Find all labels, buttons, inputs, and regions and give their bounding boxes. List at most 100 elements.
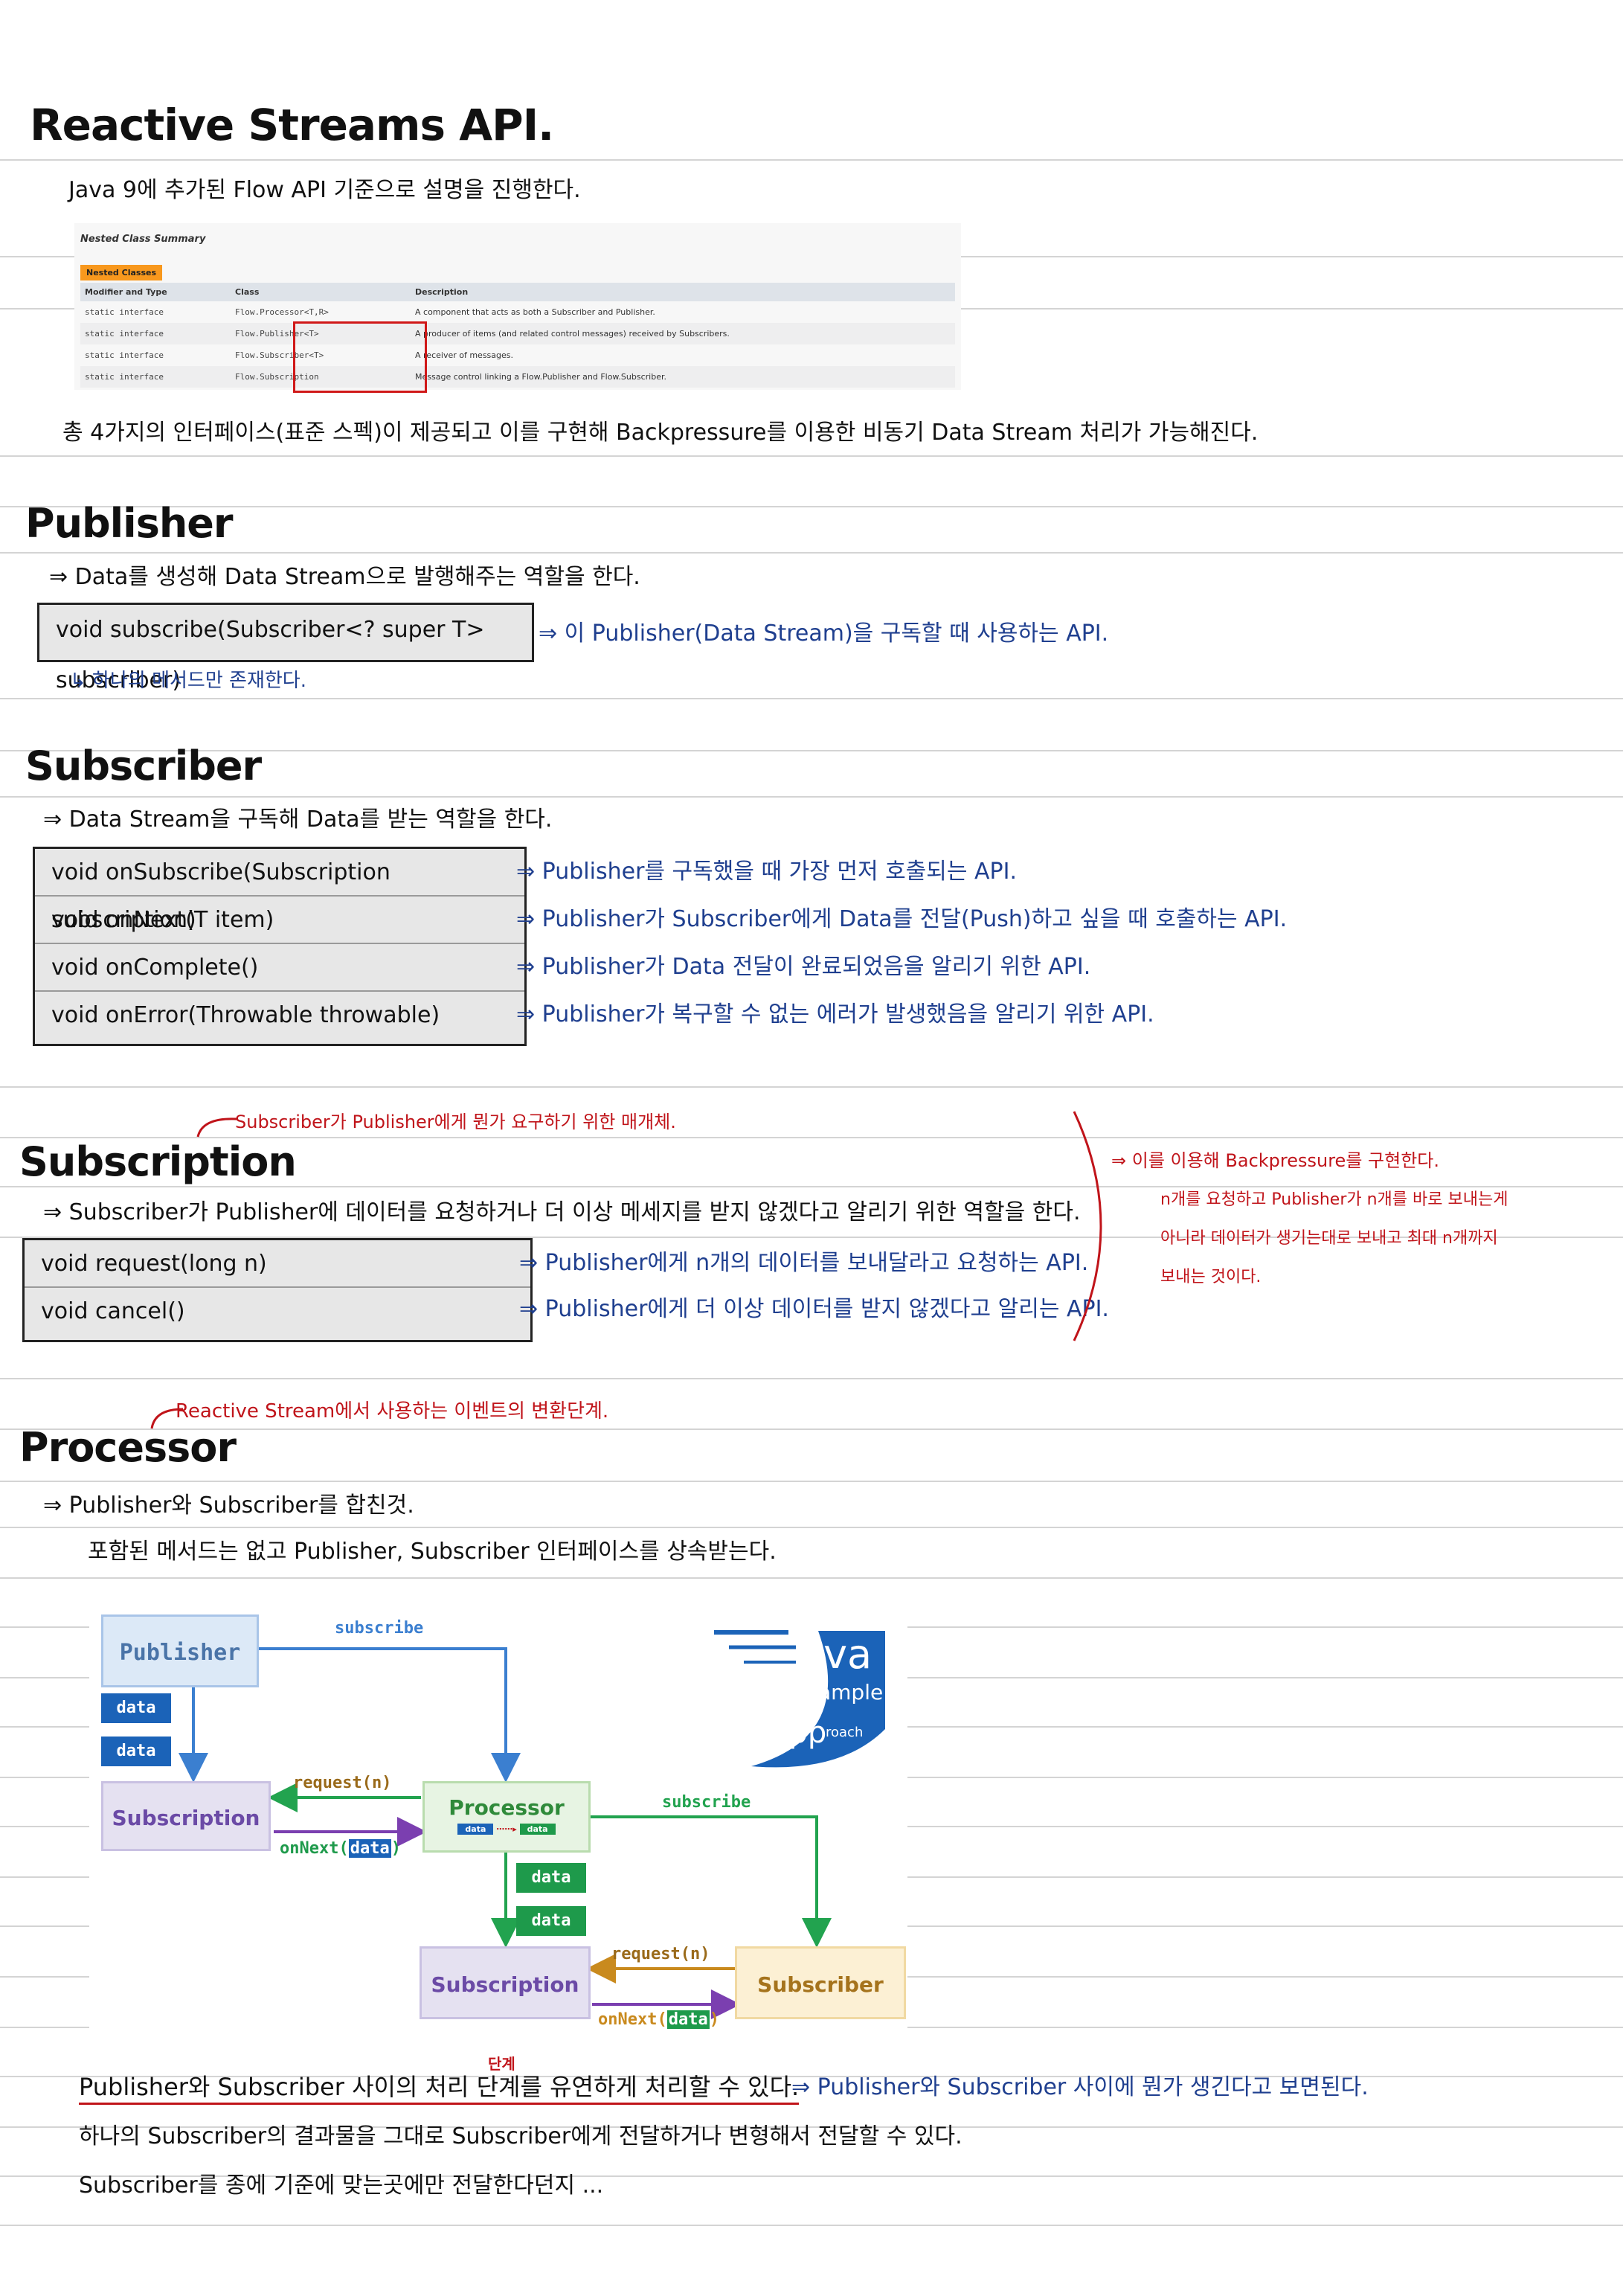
table-row: static interface Flow.Subscription Messa… xyxy=(80,366,955,388)
logo-swoosh-icon xyxy=(714,1630,885,1768)
diagram-onnext-label: onNext(data) xyxy=(280,1839,401,1858)
annotation-curve xyxy=(150,1408,184,1429)
diagram-data-token: data xyxy=(101,1737,171,1766)
subscription-side-note: 보내는 것이다. xyxy=(1160,1268,1262,1286)
summary-text: 총 4가지의 인터페이스(표준 스펙)이 제공되고 이를 구현해 Backpre… xyxy=(62,420,1259,446)
diagram-publisher-node: Publisher xyxy=(101,1614,259,1687)
javadoc-cell: Flow.Subscription xyxy=(231,366,411,388)
subscriber-method-sig: void onError(Throwable throwable) xyxy=(51,1002,440,1028)
red-bracket xyxy=(1073,1111,1102,1341)
diagram-subscription-node: Subscription xyxy=(101,1781,271,1851)
footer-line-1: Publisher와 Subscriber 사이의 처리 단계를 유연하게 처리… xyxy=(79,2068,800,2105)
logo-ample: ample xyxy=(818,1680,884,1705)
footer-line-1-note: ⇒ Publisher와 Subscriber 사이에 뭔가 생긴다고 보면된다… xyxy=(791,2074,1369,2100)
diagram-arrows xyxy=(179,1647,832,2019)
publisher-heading: Publisher xyxy=(25,500,234,547)
diagram-onnext-data: data xyxy=(348,1839,391,1858)
javadoc-cell: Flow.Processor<T,R> xyxy=(235,307,329,317)
diagram-data-token: data xyxy=(516,1863,586,1893)
diagram-subscribe-label: subscribe xyxy=(662,1793,751,1812)
notebook-rule xyxy=(0,506,1623,507)
notebook-rule xyxy=(0,159,1623,161)
notebook-rule xyxy=(0,2225,1623,2226)
notebook-rule xyxy=(0,1378,1623,1379)
javadoc-header: Class xyxy=(231,283,411,301)
highlight-box xyxy=(293,321,427,393)
processor-heading: Processor xyxy=(19,1424,237,1471)
diagram-onnext-close: ) xyxy=(391,1839,401,1858)
logo-ava: ava xyxy=(799,1631,872,1678)
notebook-rule xyxy=(0,1086,1623,1088)
javadoc-header: Modifier and Type xyxy=(80,283,231,301)
notebook-rule xyxy=(0,455,1623,457)
subscriber-method-note: ⇒ Publisher가 복구할 수 없는 에러가 발생했음을 알리기 위한 A… xyxy=(516,1001,1154,1027)
javadoc-cell: Flow.Publisher<T> xyxy=(231,323,411,344)
table-row: static interface Flow.Publisher<T> A pro… xyxy=(80,323,955,344)
diagram-onnext-text: onNext( xyxy=(598,2010,667,2029)
notebook-rule xyxy=(0,2175,1623,2177)
subscriber-method-sig: void onSubscribe(Subscription subscripti… xyxy=(35,849,524,933)
diagram-processor-node: Processor data ⋯⋯▸ data xyxy=(422,1781,591,1853)
javadoc-cell: Flow.Subscriber<T> xyxy=(235,350,324,360)
diagram-data-token: data xyxy=(516,1906,586,1936)
diagram-processor-flow: data ⋯⋯▸ data xyxy=(425,1824,588,1835)
publisher-method-box: void subscribe(Subscriber<? super T> sub… xyxy=(37,603,534,693)
notebook-rule xyxy=(0,698,1623,699)
footer-line-2: 하나의 Subscriber의 결과물을 그대로 Subscriber에게 전달… xyxy=(79,2123,962,2149)
diagram-onnext-label: onNext(data) xyxy=(598,2010,719,2029)
javadoc-cell: A component that acts as both a Subscrib… xyxy=(415,307,655,317)
subscription-methods-box: void request(long n) void cancel() xyxy=(22,1238,533,1342)
subscription-method-sig: void cancel() xyxy=(41,1298,185,1324)
subscriber-method-note: ⇒ Publisher가 Data 전달이 완료되었음을 알리기 위한 API. xyxy=(516,954,1091,980)
publisher-note: ↳ 하나의 메서드만 존재한다. xyxy=(70,670,306,692)
diagram-data-token: data xyxy=(519,1824,556,1835)
footer-line-3: Subscriber를 종에 기준에 맞는곳에만 전달한다던지 ... xyxy=(79,2172,604,2199)
diagram-request-label: request(n) xyxy=(611,1945,710,1963)
diagram-subscription-node-2: Subscription xyxy=(420,1946,591,2019)
publisher-method-note: ⇒ 이 Publisher(Data Stream)을 구독할 때 사용하는 A… xyxy=(539,621,1109,647)
processor-detail: 포함된 메서드는 없고 Publisher, Subscriber 인터페이스를… xyxy=(88,1539,777,1565)
notebook-rule xyxy=(0,1527,1623,1528)
notebook-rule xyxy=(0,1481,1623,1482)
intro-text: Java 9에 추가된 Flow API 기준으로 설명을 진행한다. xyxy=(68,177,581,203)
notebook-rule xyxy=(0,2126,1623,2128)
javadoc-nested-class-summary: Nested Class Summary Nested Classes Modi… xyxy=(74,223,961,393)
diagram-data-token: data xyxy=(101,1693,171,1723)
processor-role: ⇒ Publisher와 Subscriber를 합친것. xyxy=(43,1492,414,1519)
notebook-rule xyxy=(0,552,1623,554)
diagram-data-token: data xyxy=(457,1824,494,1835)
table-row: static interface Flow.Processor<T,R> A c… xyxy=(80,301,955,323)
subscriber-role: ⇒ Data Stream을 구독해 Data를 받는 역할을 한다. xyxy=(43,807,553,833)
javadoc-header: Description xyxy=(411,283,955,301)
diagram-subscribe-label: subscribe xyxy=(335,1619,424,1638)
subscription-heading: Subscription xyxy=(19,1138,297,1185)
notebook-rule xyxy=(0,1186,1623,1187)
subscription-side-note: 아니라 데이터가 생기는대로 보내고 최대 n개까지 xyxy=(1160,1229,1498,1248)
javadoc-cell: static interface xyxy=(85,350,164,360)
logo-app: app xyxy=(771,1716,827,1750)
processor-diagram: Publisher data data subscribe Subscripti… xyxy=(89,1614,907,2031)
publisher-method-sig: void subscribe(Subscriber<? super T> sub… xyxy=(56,617,485,693)
diagram-subscriber-node: Subscriber xyxy=(735,1946,906,2019)
subscriber-method-sig: void onNext(T item) xyxy=(35,897,524,944)
notebook-rule xyxy=(0,1428,1623,1430)
subscription-method-note: ⇒ Publisher에게 더 이상 데이터를 받지 않겠다고 알리는 API. xyxy=(519,1296,1109,1322)
javadoc-cell: static interface xyxy=(80,366,231,388)
diagram-processor-label: Processor xyxy=(449,1795,565,1820)
publisher-role: ⇒ Data를 생성해 Data Stream으로 발행해주는 역할을 한다. xyxy=(49,564,640,590)
subscriber-methods-box: void onSubscribe(Subscription subscripti… xyxy=(33,847,527,1046)
javadoc-cell: Message control linking a Flow.Publisher… xyxy=(411,366,955,388)
notebook-rule xyxy=(0,1137,1623,1138)
ava-logo: ava ample app roach xyxy=(707,1625,893,1774)
diagram-onnext-data: data xyxy=(666,2010,710,2029)
subscription-method-sig: void request(long n) xyxy=(25,1240,530,1288)
logo-roach: roach xyxy=(826,1725,864,1740)
notebook-rule xyxy=(0,750,1623,751)
javadoc-cell: A receiver of messages. xyxy=(415,350,513,360)
javadoc-cell: static interface xyxy=(85,307,164,317)
subscriber-method-sig: void onComplete() xyxy=(35,944,524,992)
annotation-curve xyxy=(196,1117,237,1138)
table-row: static interface Flow.Subscriber<T> A re… xyxy=(80,344,955,366)
diagram-onnext-close: ) xyxy=(709,2010,719,2029)
subscription-annotation: Subscriber가 Publisher에게 뭔가 요구하기 위한 매개체. xyxy=(235,1112,676,1132)
